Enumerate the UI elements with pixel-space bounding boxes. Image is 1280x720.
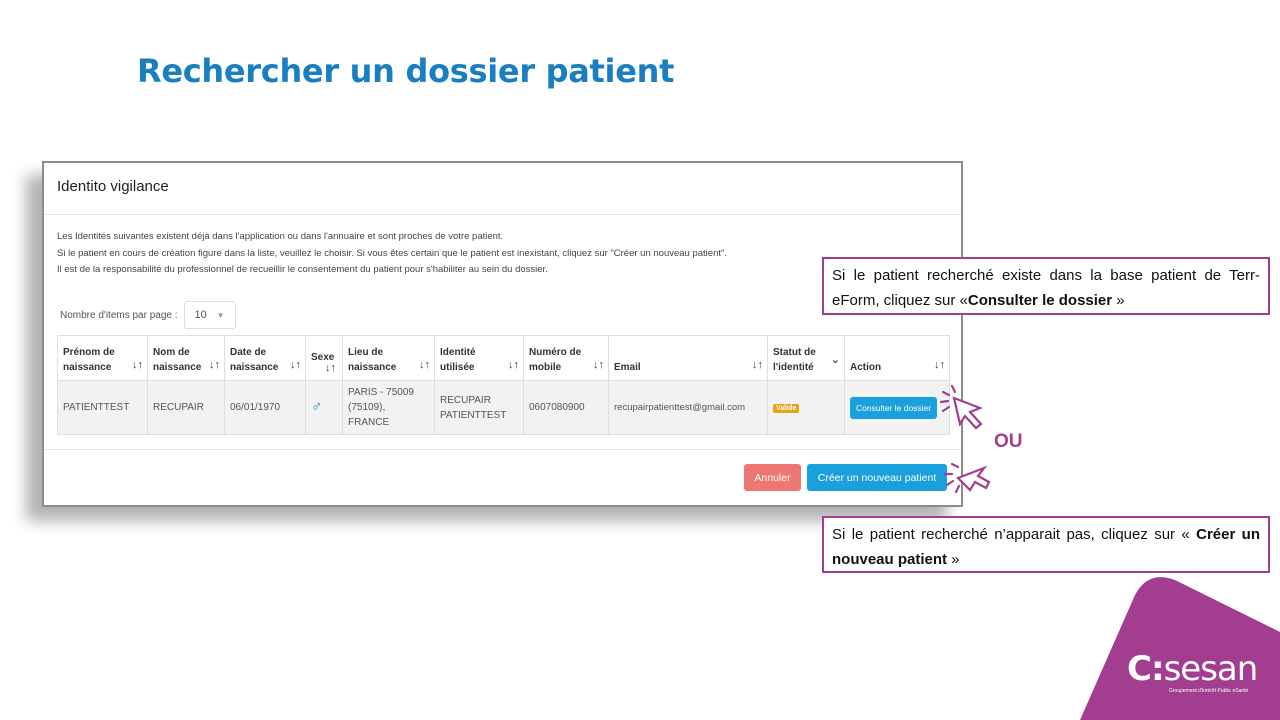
cell-prenom: PATIENTTEST (57, 380, 148, 435)
column-header-label: utilisée (440, 362, 475, 373)
consult-record-button[interactable]: Consulter le dossier (850, 396, 938, 419)
cell-date: 06/01/1970 (224, 380, 306, 435)
column-header-label: Prénom de (63, 347, 115, 358)
chevron-down-icon[interactable]: ⌄ (830, 354, 840, 366)
column-header-label: Date de (230, 347, 267, 358)
cell-action: Consulter le dossier (844, 380, 950, 435)
logo-mark-icon: C: (1127, 649, 1165, 689)
click-cursor-icon (940, 384, 984, 430)
callout-consult-end: » (1112, 292, 1125, 309)
table-row[interactable]: PATIENTTEST RECUPAIR 06/01/1970 ♂ PARIS … (57, 380, 950, 435)
table-header-row: Prénom de naissance ↓↑ Nom de naissance … (57, 335, 950, 381)
cell-sexe: ♂ (305, 380, 343, 435)
sort-icon[interactable]: ↓↑ (934, 359, 945, 371)
column-header-label: naissance (153, 362, 202, 373)
column-header-label: Identité (440, 347, 476, 358)
items-per-page-select[interactable]: 10 ▼ (183, 301, 236, 329)
sort-icon[interactable]: ↓↑ (325, 362, 336, 374)
column-header-identite[interactable]: Identité utilisée ↓↑ (434, 335, 524, 381)
column-header-lieu[interactable]: Lieu de naissance ↓↑ (342, 335, 435, 381)
ou-label: OU (994, 431, 1023, 452)
column-header-label: Statut de (773, 347, 816, 358)
cell-identite: RECUPAIR PATIENTTEST (434, 380, 524, 435)
identito-vigilance-modal: Identito vigilance Les Identités suivant… (42, 161, 963, 507)
callout-create-end: » (947, 551, 960, 568)
patient-table: Prénom de naissance ↓↑ Nom de naissance … (57, 335, 950, 435)
sort-icon[interactable]: ↓↑ (132, 359, 143, 371)
cell-mobile: 0607080900 (523, 380, 609, 435)
column-header-prenom[interactable]: Prénom de naissance ↓↑ (57, 335, 148, 381)
column-header-label: Numéro de (529, 347, 582, 358)
cell-lieu-line: (75109), FRANCE (348, 402, 390, 428)
modal-info-text: Les Identités suivantes existent déjà da… (57, 229, 727, 279)
cell-lieu-line: PARIS - 75009 (348, 387, 414, 398)
column-header-sexe[interactable]: Sexe ↓↑ (305, 335, 343, 381)
cell-identite-line: RECUPAIR (440, 394, 491, 406)
modal-title: Identito vigilance (57, 178, 169, 195)
column-header-label: l'identité (773, 362, 814, 373)
column-header-label: naissance (348, 362, 397, 373)
sesan-logo-word: C:sesan (1127, 649, 1259, 689)
slide-title: Rechercher un dossier patient (137, 52, 675, 90)
modal-header: Identito vigilance (44, 163, 961, 215)
column-header-label: Action (850, 362, 882, 373)
sort-icon[interactable]: ↓↑ (593, 359, 604, 371)
status-badge: Valide (773, 403, 800, 413)
column-header-label: Email (614, 362, 641, 373)
callout-create-text: Si le patient recherché n’apparait pas, … (832, 526, 1197, 543)
logo-subtitle: Groupement d'Intérêt Public eSanté (1169, 688, 1249, 694)
create-patient-button[interactable]: Créer un nouveau patient (807, 464, 947, 491)
sesan-logo: C:sesan Groupement d'Intérêt Public eSan… (1127, 649, 1259, 694)
cell-statut: Valide (767, 380, 845, 435)
items-per-page-label: Nombre d'items par page : (60, 309, 178, 321)
column-header-label: Nom de (153, 347, 190, 358)
info-line-2: Si le patient en cours de création figur… (57, 247, 728, 259)
column-header-email[interactable]: Email ↓↑ (608, 335, 768, 381)
callout-create-bold: Créer un nouveau patient (832, 526, 1260, 568)
callout-create: Si le patient recherché n’apparait pas, … (822, 516, 1270, 573)
column-header-action[interactable]: Action ↓↑ (844, 335, 950, 381)
caret-down-icon: ▼ (216, 310, 225, 320)
callout-consult: Si le patient recherché existe dans la b… (822, 257, 1270, 315)
cell-identite-line: PATIENTTEST (440, 409, 507, 421)
sort-icon[interactable]: ↓↑ (209, 359, 220, 371)
column-header-statut[interactable]: Statut de l'identité ⌄ (767, 335, 845, 381)
column-header-label: mobile (529, 362, 562, 373)
sort-icon[interactable]: ↓↑ (419, 359, 430, 371)
info-line-1: Les Identités suivantes existent déjà da… (57, 231, 504, 242)
column-header-label: Lieu de (348, 347, 384, 358)
column-header-label: Sexe (311, 352, 335, 363)
sort-icon[interactable]: ↓↑ (290, 359, 301, 371)
modal-footer-divider (44, 449, 961, 450)
column-header-mobile[interactable]: Numéro de mobile ↓↑ (523, 335, 609, 381)
items-per-page: Nombre d'items par page : 10 ▼ (60, 301, 236, 329)
callout-consult-bold: Consulter le dossier (967, 292, 1113, 309)
sort-icon[interactable]: ↓↑ (508, 359, 519, 371)
male-icon: ♂ (311, 398, 323, 415)
column-header-nom[interactable]: Nom de naissance ↓↑ (147, 335, 225, 381)
sort-icon[interactable]: ↓↑ (752, 359, 763, 371)
cell-nom: RECUPAIR (147, 380, 225, 435)
items-per-page-value: 10 (194, 309, 207, 321)
info-line-3: Il est de la responsabilité du professio… (57, 264, 548, 275)
click-cursor-icon (943, 462, 991, 494)
cancel-button[interactable]: Annuler (744, 464, 801, 491)
column-header-label: naissance (230, 362, 279, 373)
logo-text: sesan (1163, 649, 1259, 689)
cell-email: recupairpatienttest@gmail.com (608, 380, 768, 435)
callout-consult-text: Si le patient recherché existe dans la b… (832, 267, 1260, 309)
cell-lieu: PARIS - 75009 (75109), FRANCE (342, 380, 435, 435)
column-header-date[interactable]: Date de naissance ↓↑ (224, 335, 306, 381)
column-header-label: naissance (63, 362, 112, 373)
